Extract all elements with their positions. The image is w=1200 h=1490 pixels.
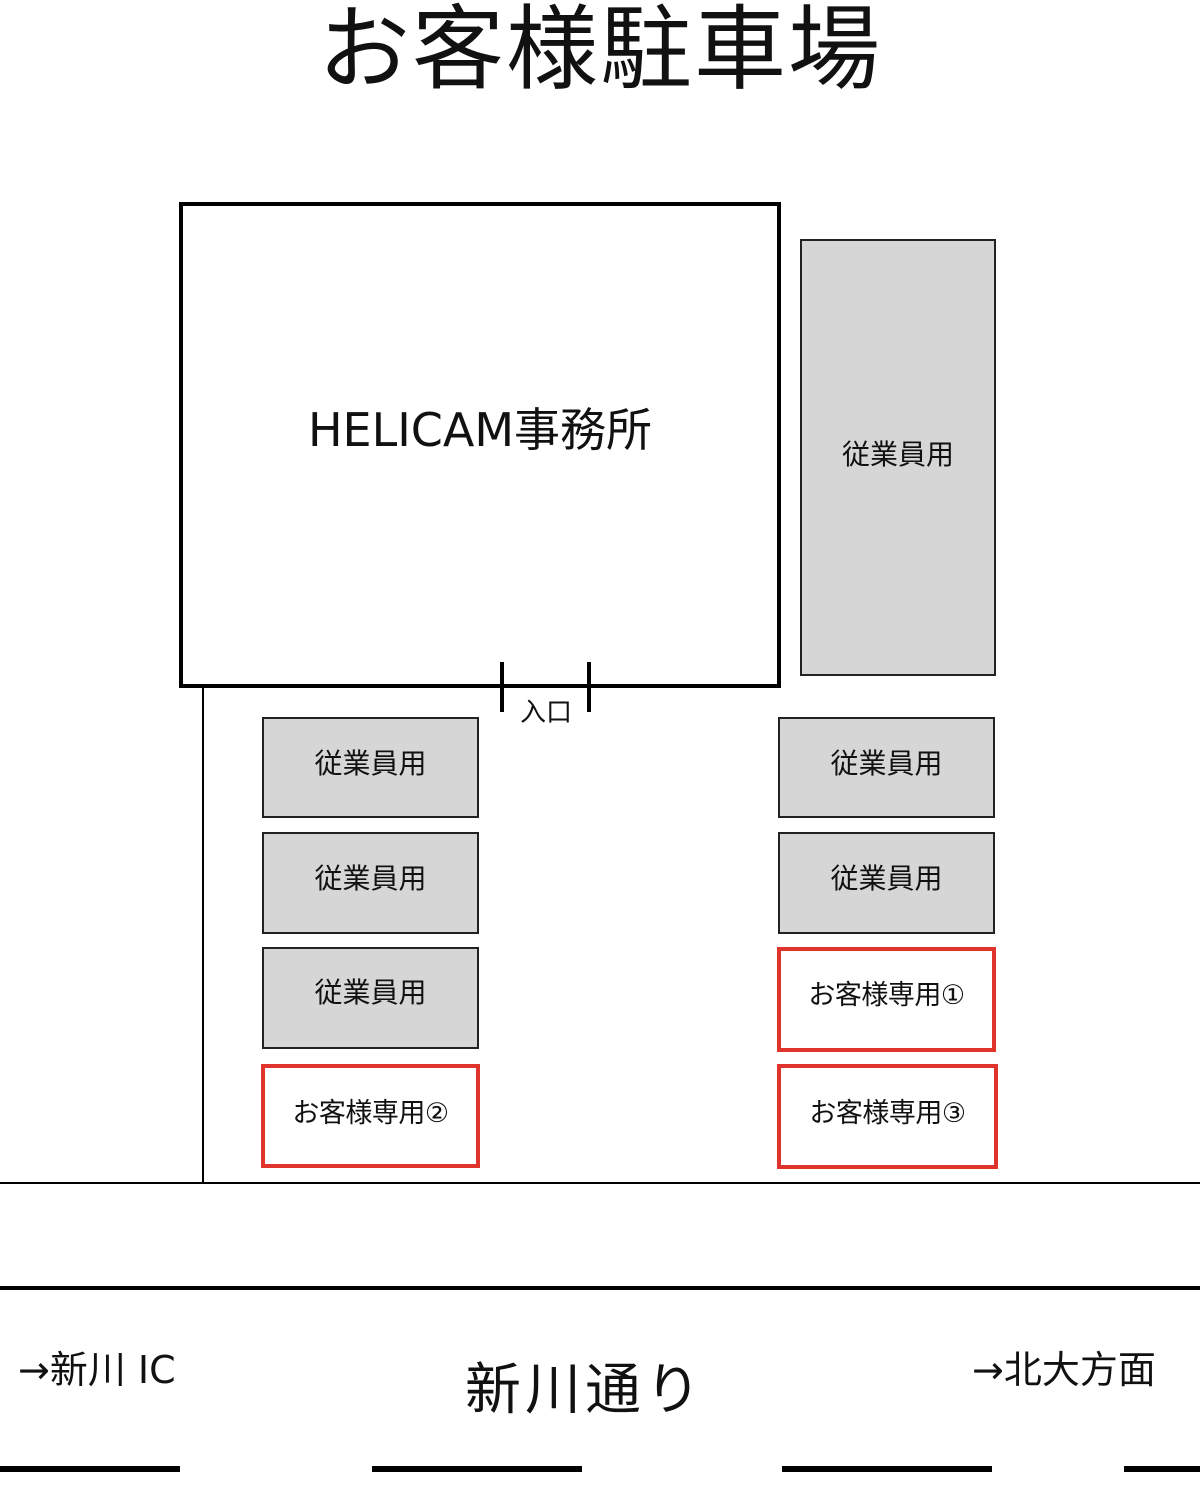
- road-dash: [782, 1466, 992, 1472]
- lot-boundary-line: [202, 688, 204, 1184]
- staff-parking-tall: 従業員用: [800, 239, 996, 676]
- staff-parking-label: 従業員用: [314, 862, 427, 895]
- staff-parking-left-1: 従業員用: [262, 717, 479, 818]
- guest-parking-label: お客様専用③: [809, 1098, 966, 1129]
- staff-parking-right-2: 従業員用: [778, 832, 995, 934]
- direction-right: →北大方面: [972, 1348, 1156, 1392]
- road-dash: [372, 1466, 582, 1472]
- staff-parking-left-3: 従業員用: [262, 947, 479, 1049]
- direction-left: →新川 IC: [18, 1348, 176, 1392]
- entrance-mark-left: [500, 662, 504, 712]
- road-dash: [0, 1466, 180, 1472]
- guest-parking-label: お客様専用①: [808, 980, 965, 1011]
- guest-parking-3: お客様専用③: [777, 1064, 998, 1169]
- entrance-mark-right: [587, 662, 591, 712]
- staff-parking-left-2: 従業員用: [262, 832, 479, 934]
- page-title: お客様駐車場: [317, 0, 882, 103]
- road-name: 新川通り: [465, 1358, 705, 1423]
- office-building: [179, 202, 781, 688]
- staff-parking-label: 従業員用: [830, 746, 943, 780]
- staff-parking-label: 従業員用: [314, 976, 427, 1009]
- office-label: HELICAM事務所: [307, 403, 653, 457]
- entrance-label: 入口: [519, 698, 572, 728]
- staff-parking-label: 従業員用: [830, 862, 943, 895]
- staff-parking-label: 従業員用: [841, 438, 954, 471]
- road-edge-thick: [0, 1286, 1200, 1290]
- guest-parking-1: お客様専用①: [777, 947, 996, 1052]
- road-edge-thin: [0, 1182, 1200, 1184]
- staff-parking-right-1: 従業員用: [778, 717, 995, 818]
- guest-parking-label: お客様専用②: [292, 1097, 449, 1129]
- staff-parking-label: 従業員用: [314, 746, 427, 780]
- road-dash: [1124, 1466, 1200, 1472]
- guest-parking-2: お客様専用②: [261, 1064, 480, 1168]
